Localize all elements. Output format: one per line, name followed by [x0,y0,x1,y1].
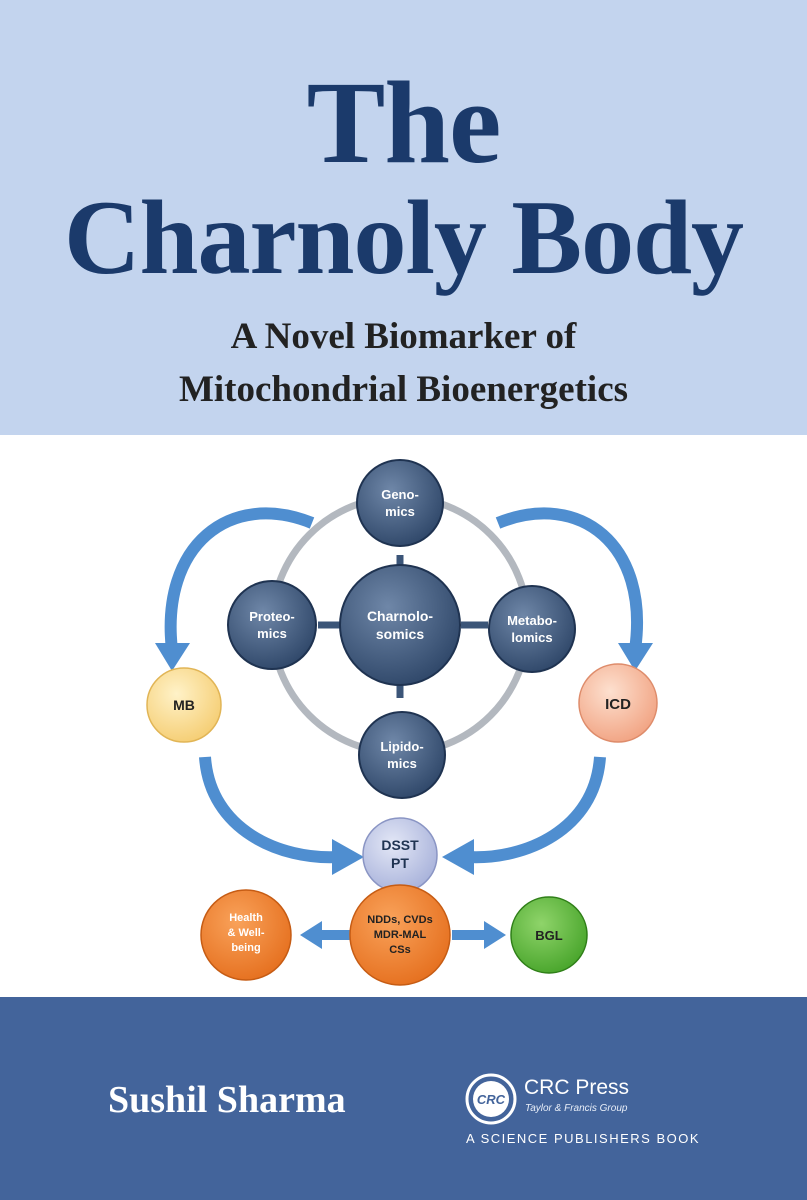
dsst-label-1: DSST [381,837,419,853]
ndds-label-2: MDR-MAL [374,929,427,941]
center-label-2: somics [376,626,424,642]
node-lipidomics [358,711,446,799]
lipidomics-label-2: mics [387,756,417,771]
title-band: The Charnoly Body A Novel Biomarker of M… [0,0,807,435]
icd-label: ICD [605,696,631,713]
node-center-charnolosomics [339,564,461,686]
arrow-mb-to-dsst [199,756,339,864]
ndds-label-3: CSs [389,944,410,956]
node-genomics [356,459,444,547]
book-title-line-1: The [306,57,502,188]
crc-logo-text: CRC [477,1092,506,1107]
arrow-genomics-to-icd [495,507,643,651]
mb-label: MB [173,697,195,713]
health-label-3: being [231,942,260,954]
proteomics-label-1: Proteo- [249,609,295,624]
metabolomics-label-1: Metabo- [507,613,557,628]
publisher-block: CRC CRC Press Taylor & Francis Group A S… [464,1072,784,1152]
node-mb [146,667,222,743]
lipidomics-label-1: Lipido- [380,739,423,754]
genomics-label-2: mics [385,504,415,519]
arrowhead-dsst-right [442,839,474,875]
arrow-icd-to-dsst [467,756,606,864]
publisher-name: CRC Press [524,1076,630,1099]
node-health [200,889,292,981]
book-title-line-2: Charnoly Body [63,179,744,296]
dsst-label-2: PT [391,855,409,871]
health-label-2: & Well- [227,927,264,939]
health-label-1: Health [229,912,263,924]
author-band [0,997,807,1200]
bgl-label: BGL [535,928,563,943]
arrow-genomics-to-mb [164,507,315,651]
node-metabolomics [488,585,576,673]
cover-diagram: Charnolo- somics Geno- mics Proteo- mics… [146,459,658,986]
book-subtitle-line-2: Mitochondrial Bioenergetics [178,369,629,410]
node-bgl [510,896,588,974]
arrowhead-bgl [484,921,506,949]
node-ndds [349,884,451,986]
book-subtitle-line-1: A Novel Biomarker of [230,316,577,357]
center-label-1: Charnolo- [367,608,433,624]
publisher-group: Taylor & Francis Group [525,1103,628,1114]
proteomics-label-2: mics [257,626,287,641]
node-icd [578,663,658,743]
node-proteomics [227,580,317,670]
publisher-tagline: A SCIENCE PUBLISHERS BOOK [466,1131,701,1146]
ndds-label-1: NDDs, CVDs [367,914,432,926]
arrowhead-icd [618,643,653,671]
arrowhead-health [300,921,322,949]
genomics-label-1: Geno- [381,487,419,502]
arrowhead-mb [155,643,190,671]
crc-press-logo: CRC [465,1073,517,1125]
author-name: Sushil Sharma [108,1079,346,1121]
arrowhead-dsst-left [332,839,364,875]
metabolomics-label-2: lomics [511,630,552,645]
